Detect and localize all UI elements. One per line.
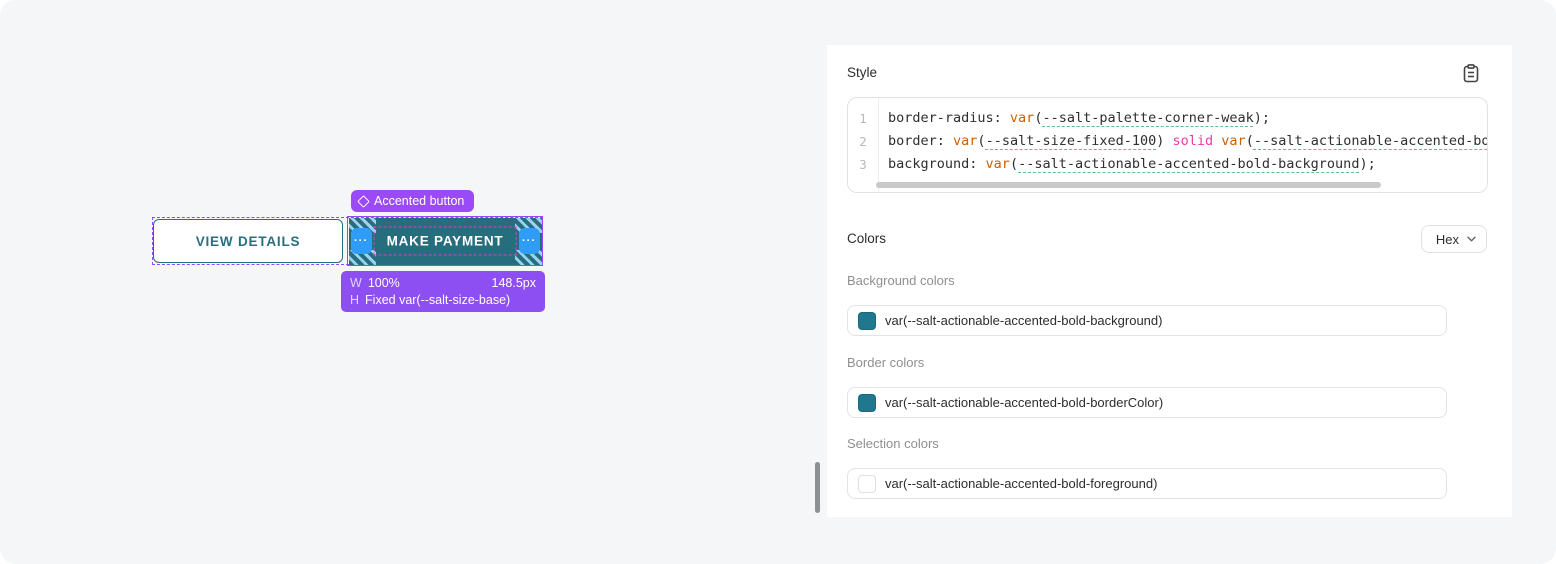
selection-color-swatch [858, 474, 876, 493]
inspect-panel: Style 1 border-radius: var(--salt-palette… [827, 45, 1512, 517]
line-number: 1 [859, 111, 867, 126]
chevron-down-icon [1467, 236, 1476, 242]
size-tooltip: W 100% 148.5px H Fixed var(--salt-size-b… [341, 271, 545, 312]
component-badge-label: Accented button [374, 194, 465, 208]
view-details-button[interactable]: VIEW DETAILS [153, 219, 343, 263]
code-text: background: var(--salt-actionable-accent… [888, 156, 1376, 172]
code-text: border-radius: var(--salt-palette-corner… [888, 110, 1271, 126]
text-selection-outline: MAKE PAYMENT [373, 226, 517, 256]
width-px-value: 148.5px [491, 276, 536, 290]
component-diamond-icon [357, 194, 370, 208]
handle-dots-icon: ··· [354, 235, 368, 247]
height-value: Fixed var(--salt-size-base) [365, 292, 511, 307]
border-colors-label: Border colors [847, 355, 925, 370]
background-colors-label: Background colors [847, 273, 955, 288]
left-spacing-handle[interactable]: ··· [350, 228, 372, 254]
panel-vertical-scrollbar[interactable] [815, 462, 820, 513]
width-value: 100% [367, 276, 400, 290]
border-color-swatch [858, 393, 876, 412]
code-horizontal-scrollbar[interactable] [876, 182, 1381, 188]
code-line: 2 border: var(--salt-size-fixed-100) soli… [848, 130, 1487, 153]
style-code-block[interactable]: 1 border-radius: var(--salt-palette-corne… [847, 97, 1488, 193]
color-format-dropdown[interactable]: Hex [1420, 225, 1487, 253]
code-line: 1 border-radius: var(--salt-palette-corne… [848, 107, 1487, 130]
border-color-row[interactable]: var(--salt-actionable-accented-bold-bord… [847, 387, 1447, 418]
background-color-swatch [858, 311, 876, 330]
height-row: H Fixed var(--salt-size-base) [350, 292, 536, 309]
border-color-token: var(--salt-actionable-accented-bold-bord… [885, 395, 1164, 410]
right-spacing-handle[interactable]: ··· [518, 228, 540, 254]
make-payment-selection: ··· ··· MAKE PAYMENT [347, 216, 543, 266]
code-text: border: var(--salt-size-fixed-100) solid… [888, 133, 1487, 149]
code-line: 3 background: var(--salt-actionable-accen… [848, 153, 1487, 176]
clipboard-icon [1463, 63, 1479, 82]
line-number: 3 [859, 157, 867, 172]
width-key: W [350, 276, 362, 290]
copy-code-button[interactable] [1460, 62, 1482, 84]
background-color-row[interactable]: var(--salt-actionable-accented-bold-back… [847, 305, 1447, 336]
code-lines: 1 border-radius: var(--salt-palette-corne… [848, 107, 1487, 176]
handle-dots-icon: ··· [522, 235, 536, 247]
component-badge[interactable]: Accented button [351, 190, 475, 212]
selection-color-token: var(--salt-actionable-accented-bold-fore… [885, 476, 1158, 491]
make-payment-button[interactable]: ··· ··· MAKE PAYMENT [348, 217, 542, 265]
line-number: 2 [859, 134, 867, 149]
view-details-label: VIEW DETAILS [195, 233, 301, 249]
color-format-value: Hex [1435, 231, 1459, 247]
width-row: W 100% 148.5px [350, 275, 536, 292]
background-color-token: var(--salt-actionable-accented-bold-back… [885, 313, 1163, 328]
selection-colors-label: Selection colors [847, 436, 939, 451]
make-payment-label: MAKE PAYMENT [386, 233, 504, 249]
colors-section-title: Colors [847, 231, 887, 246]
height-key: H [350, 292, 360, 307]
selection-color-row[interactable]: var(--salt-actionable-accented-bold-fore… [847, 468, 1447, 499]
style-section-title: Style [847, 65, 878, 80]
